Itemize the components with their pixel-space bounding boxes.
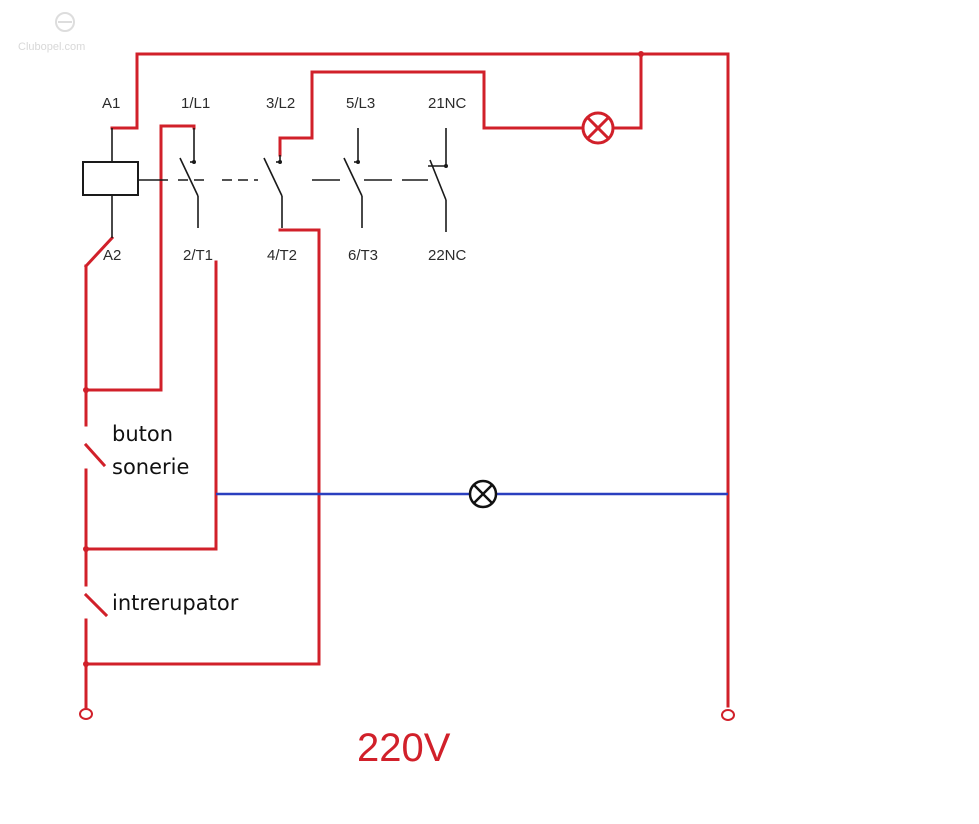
terminal-a1: A1 [102,95,120,112]
voltage-label: 220V [357,726,451,770]
terminal-ring-icon [79,708,93,720]
terminal-ring-icon [721,709,735,721]
terminal-2-t1: 2/T1 [183,247,213,264]
lamp-cross-circle-icon [468,479,498,509]
bell-button-contact [83,442,107,468]
terminal-22nc: 22NC [428,247,467,264]
terminal-5-l3: 5/L3 [346,95,375,112]
watermark-logo: Clubopel.com [18,12,85,53]
terminal-21nc: 21NC [428,95,467,112]
bell-button-label-line1: buton [112,422,173,446]
terminal-3-l2: 3/L2 [266,95,295,112]
contact-dots [192,160,448,168]
wire-21nc-to-lamp [278,70,584,157]
blue-circuit [216,479,728,509]
terminal-1-l1: 1/L1 [181,95,210,112]
lamp-cross-circle-icon [581,111,615,145]
junction-dots [83,51,644,667]
terminal-4-t2: 4/T2 [267,247,297,264]
wire-a2-link [83,235,115,269]
switch-contact [83,592,109,618]
wire-t1-return [84,260,218,551]
red-wiring [83,52,730,710]
coil-rectangle-icon [82,161,139,196]
wire-l1-feed [84,124,196,392]
bell-button-label-line2: sonerie [112,455,189,479]
terminal-a2: A2 [103,247,121,264]
terminal-labels: A1 1/L1 3/L2 5/L3 21NC A2 2/T1 4/T2 6/T3… [102,95,467,264]
terminal-6-t3: 6/T3 [348,247,378,264]
switch-label: intrerupator [112,591,239,615]
wire-top-bus [110,52,730,130]
watermark-text: Clubopel.com [18,41,85,53]
wire-t2-return [84,228,321,666]
wire-lamp-top-feed [612,52,643,130]
contactor-symbol [82,128,447,238]
